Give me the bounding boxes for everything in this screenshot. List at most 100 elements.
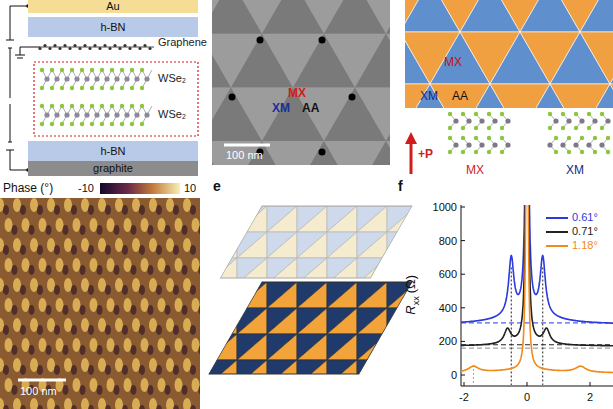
carbon-atom xyxy=(73,44,76,47)
phase-spot xyxy=(122,365,128,375)
phase-spot xyxy=(190,285,196,295)
carbon-atom xyxy=(133,44,136,47)
moire-domain xyxy=(357,258,402,278)
phase-spot xyxy=(141,218,149,232)
phase-spot xyxy=(114,225,120,235)
phase-spot xyxy=(22,218,30,232)
phase-spot xyxy=(173,245,179,255)
baseline-dash xyxy=(461,348,613,349)
phase-spot xyxy=(3,365,9,375)
phase-spot xyxy=(29,265,35,275)
phase-spot xyxy=(107,258,115,272)
phase-spot xyxy=(20,285,26,295)
moire-domain xyxy=(220,258,222,278)
phase-spot xyxy=(20,365,26,375)
resistance-curve xyxy=(461,205,613,373)
phase-spot xyxy=(54,285,60,295)
phase-spot xyxy=(139,205,145,215)
circuit-wire xyxy=(20,47,40,48)
phase-spot xyxy=(165,305,171,315)
phase-spot xyxy=(149,238,157,252)
phase-spot xyxy=(183,318,191,332)
se-atom xyxy=(70,68,74,72)
phase-spot xyxy=(12,225,18,235)
peak-marker xyxy=(542,267,543,385)
se-atom xyxy=(110,122,114,126)
phase-spot xyxy=(166,398,174,409)
phase-spot xyxy=(80,345,86,355)
phase-spot xyxy=(124,378,132,392)
phase-spot xyxy=(132,278,140,292)
tick-label: 2 xyxy=(575,391,605,403)
phase-spot xyxy=(63,265,69,275)
y-tick xyxy=(461,375,465,376)
phase-spot xyxy=(131,225,137,235)
phase-spot xyxy=(30,318,38,332)
se-atom xyxy=(461,136,465,140)
x-tick xyxy=(527,382,528,386)
phase-spot xyxy=(175,298,183,312)
phase-spot xyxy=(141,338,149,352)
phase-spot xyxy=(114,305,120,315)
phase-spot xyxy=(158,338,166,352)
moire-domain xyxy=(355,87,390,141)
phase-spot xyxy=(158,258,166,272)
phase-spot xyxy=(81,358,89,372)
phase-spot xyxy=(20,205,26,215)
se-atom xyxy=(448,126,452,130)
resistance-curve xyxy=(461,205,613,323)
phase-spot xyxy=(13,198,21,212)
phase-spot xyxy=(97,225,103,235)
phase-spot xyxy=(5,338,13,352)
w-atom xyxy=(144,112,149,117)
phase-spot xyxy=(30,398,38,409)
scale-label: 100 nm xyxy=(226,149,263,161)
w-atom xyxy=(453,118,458,123)
phase-spot xyxy=(173,405,179,409)
phase-spot xyxy=(46,305,52,315)
se-atom xyxy=(461,150,465,154)
w-atom xyxy=(54,76,59,81)
phase-spot xyxy=(148,385,154,395)
moire-domain xyxy=(209,282,252,308)
tick-label: 0 xyxy=(512,391,542,403)
moire-domain xyxy=(386,141,390,165)
aa-site-dot xyxy=(319,149,326,156)
phase-spot xyxy=(98,198,106,212)
layer-label: WSe₂ xyxy=(158,72,186,84)
phase-spot xyxy=(105,405,111,409)
phase-spot xyxy=(88,325,94,335)
moire-domain xyxy=(402,334,412,360)
phase-spot xyxy=(0,398,4,409)
phase-spot xyxy=(141,258,149,272)
w-atom xyxy=(505,142,510,147)
phase-spot xyxy=(124,338,132,352)
moire-domain xyxy=(386,87,390,141)
se-atom xyxy=(130,86,134,90)
phase-spot xyxy=(12,385,18,395)
phase-spot xyxy=(173,285,179,295)
w-atom xyxy=(124,76,129,81)
phase-spot xyxy=(175,218,183,232)
circuit-wire xyxy=(10,170,28,171)
phase-spot xyxy=(64,198,72,212)
metal-layer: Au xyxy=(28,0,198,13)
se-atom xyxy=(110,104,114,108)
moire-domain xyxy=(209,308,237,334)
phase-spot xyxy=(105,245,111,255)
w-atom xyxy=(560,142,565,147)
layer-label: WSe₂ xyxy=(158,108,186,120)
se-atom xyxy=(120,104,124,108)
phase-spot xyxy=(73,378,81,392)
phase-spot xyxy=(105,205,111,215)
colorbar-tick: 10 xyxy=(184,182,196,194)
circuit-wire xyxy=(10,104,11,142)
se-atom xyxy=(120,86,124,90)
se-atom xyxy=(70,104,74,108)
phase-spot xyxy=(97,385,103,395)
phase-spot xyxy=(73,258,81,272)
w-atom xyxy=(505,118,510,123)
stacking-label: MX xyxy=(466,164,484,177)
phase-spot xyxy=(132,198,140,212)
phase-spot xyxy=(47,278,55,292)
